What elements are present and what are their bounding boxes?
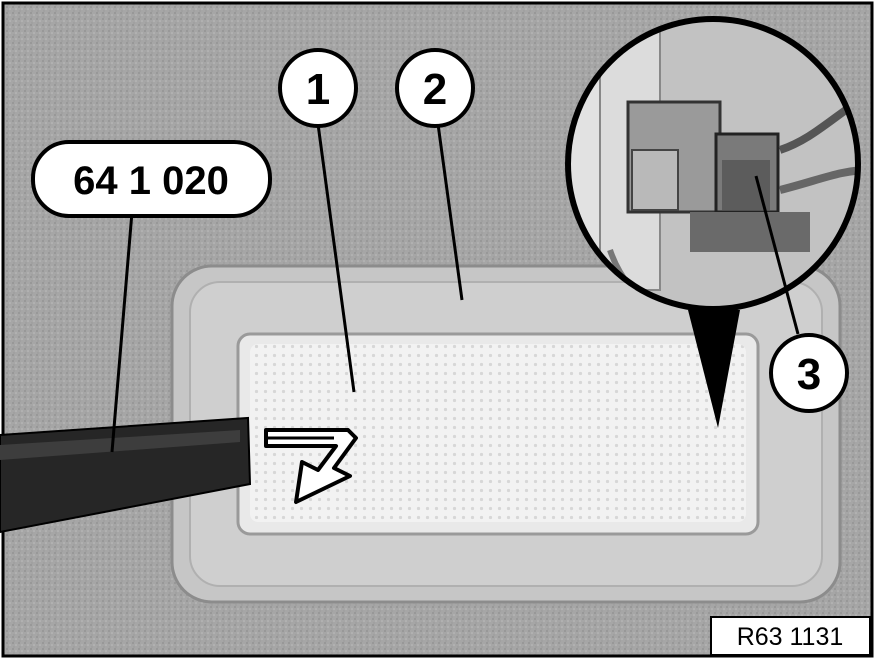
reference-code-text: R63 1131 — [737, 623, 844, 651]
callout-1-label: 1 — [306, 65, 330, 114]
connector-inset — [565, 16, 861, 312]
leader-line-tool — [110, 211, 134, 453]
inset-pointer — [688, 310, 740, 428]
callout-1: 1 — [278, 48, 358, 128]
lever-arrow-icon — [264, 428, 358, 504]
leader-line-1 — [316, 123, 356, 393]
callout-3: 3 — [769, 333, 849, 413]
tool-label-text: 64 1 020 — [73, 159, 229, 203]
callout-2-label: 2 — [423, 65, 447, 114]
tool-blade-highlight — [0, 430, 240, 460]
reference-code: R63 1131 — [710, 616, 871, 656]
leader-line-2 — [436, 123, 464, 301]
leader-line-3 — [754, 175, 800, 335]
lamp-lens — [250, 344, 746, 522]
tool-label: 64 1 020 — [31, 140, 272, 218]
callout-3-label: 3 — [797, 350, 821, 399]
callout-2: 2 — [395, 48, 475, 128]
